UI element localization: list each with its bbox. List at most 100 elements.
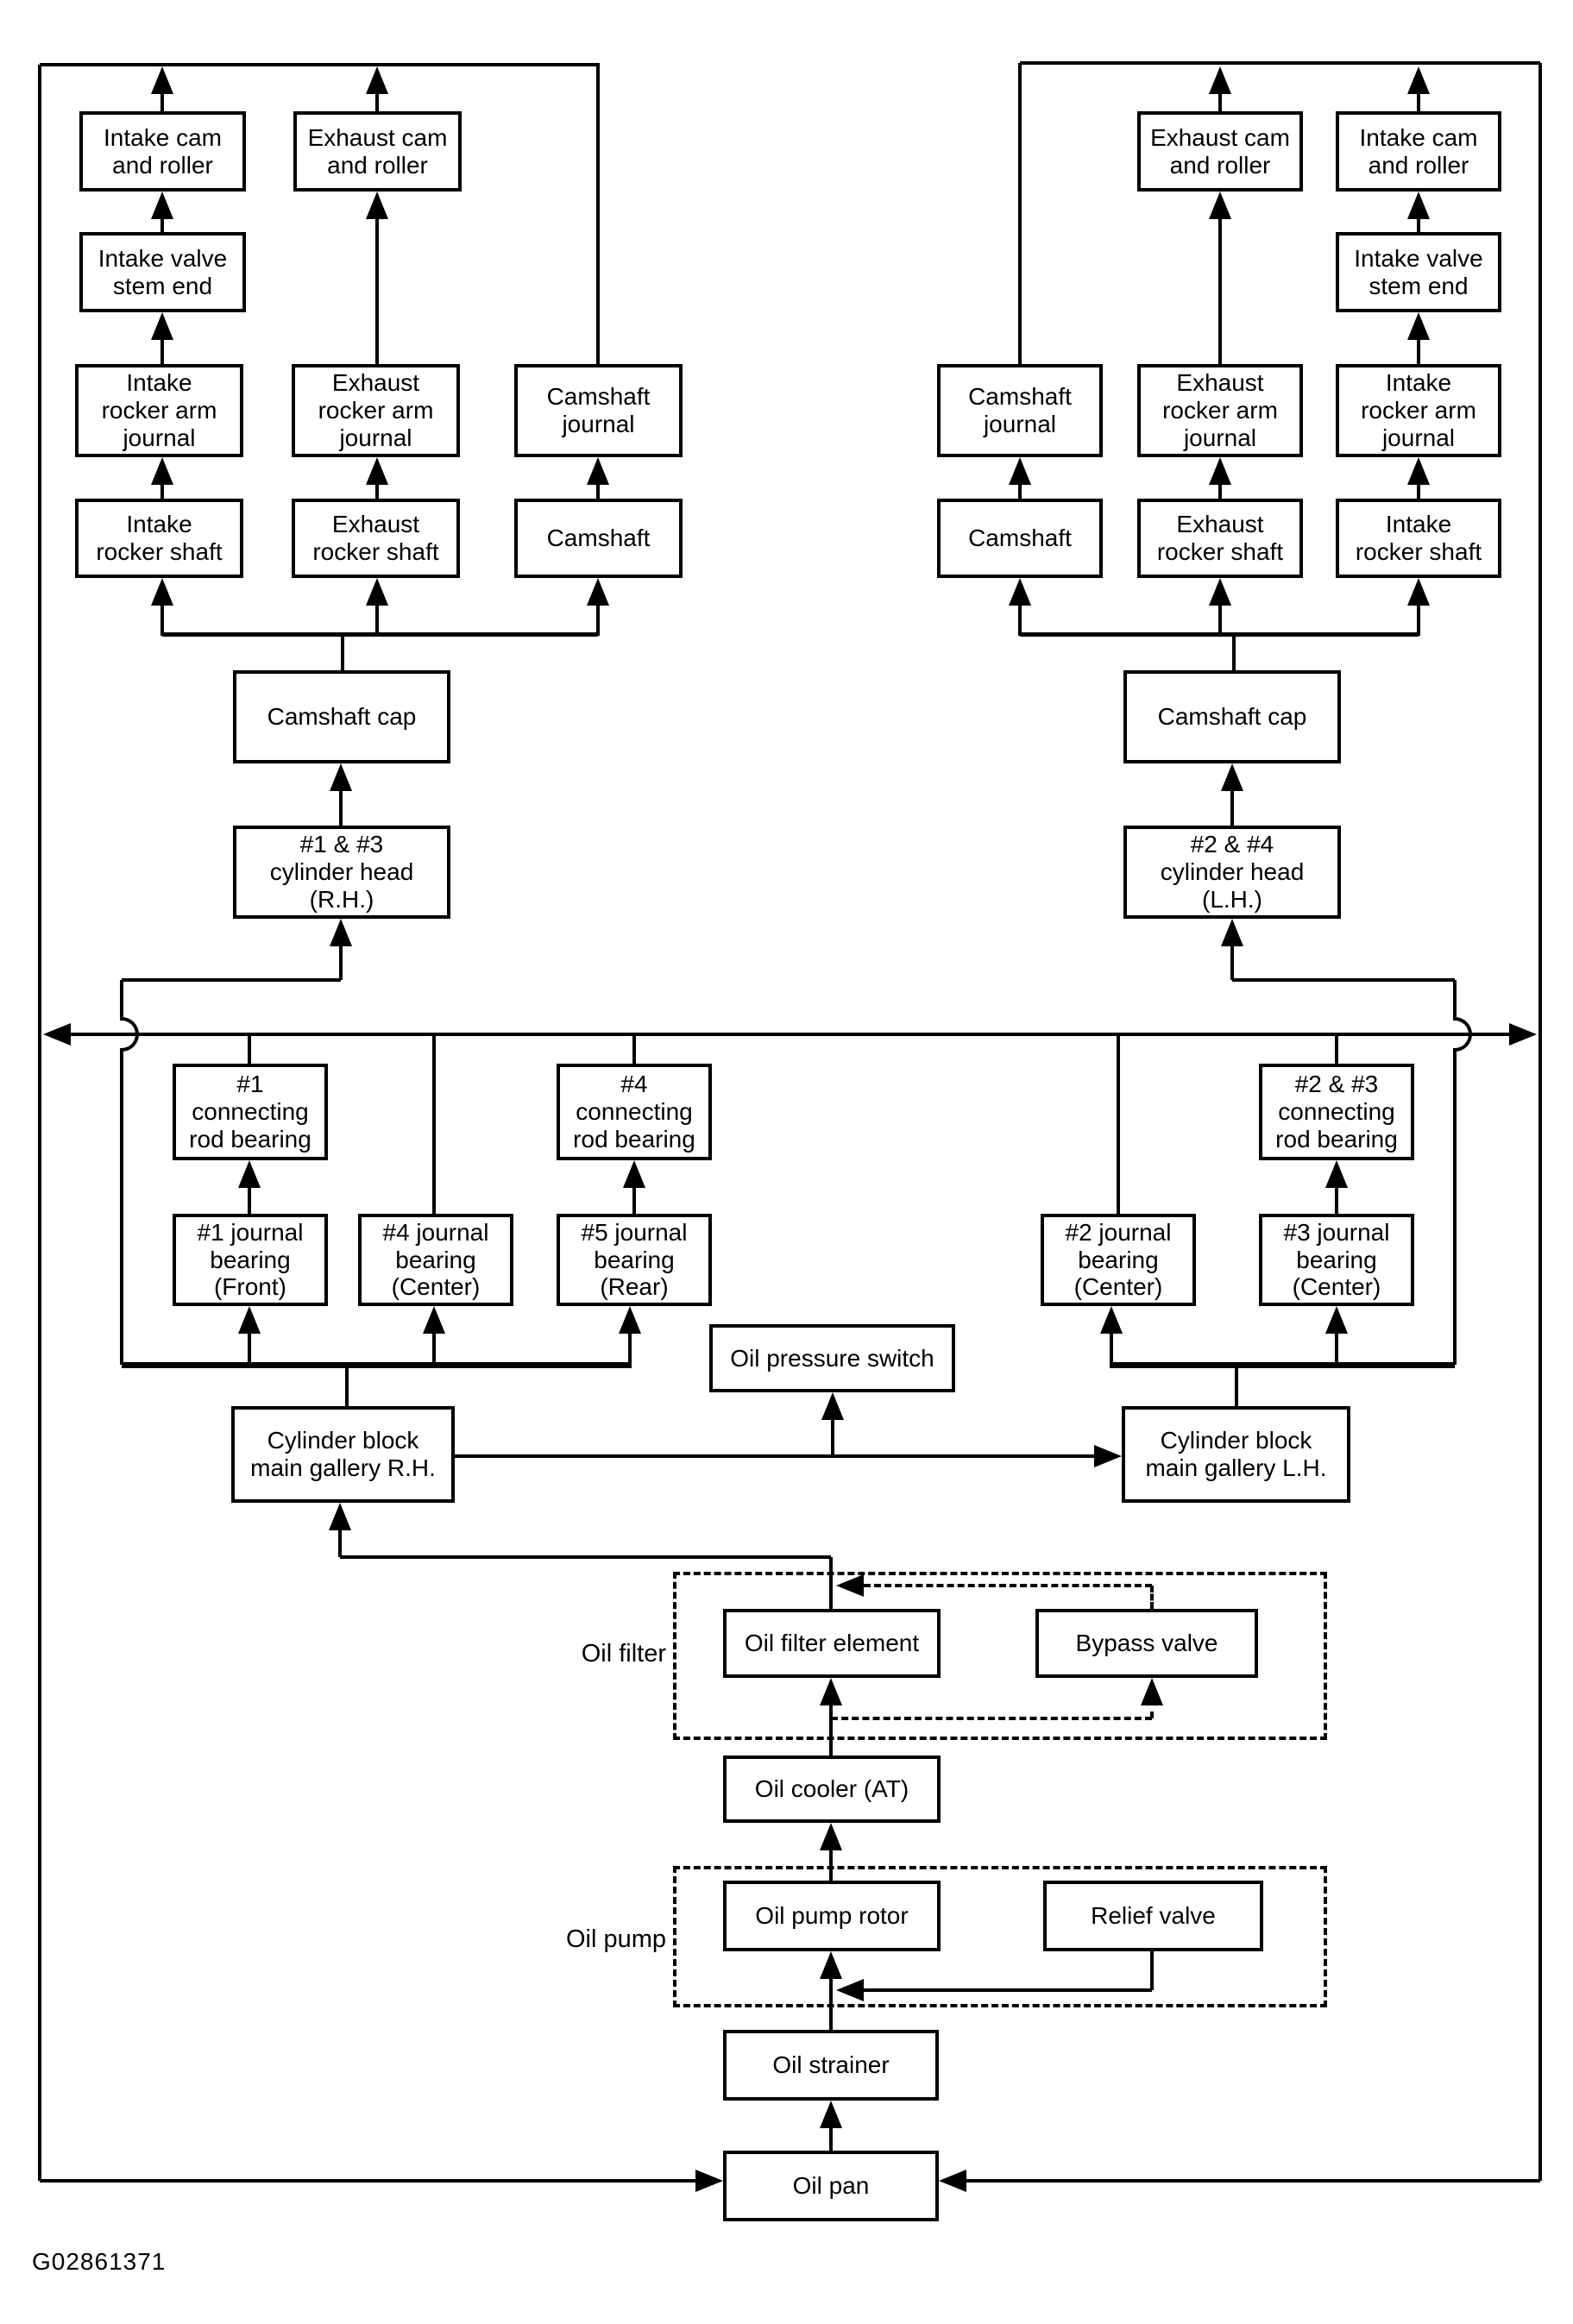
connector-line (1235, 1365, 1238, 1406)
arrowhead-up (330, 919, 352, 946)
arrowhead-up (821, 1392, 844, 1420)
connector-line (40, 63, 600, 66)
arrowhead-up (1221, 763, 1243, 791)
connector-line (1230, 782, 1234, 826)
arrowhead-up (330, 763, 352, 791)
arrowhead-up (329, 1503, 351, 1530)
dashed-connector-line (831, 1717, 1152, 1720)
connector-line (340, 1555, 831, 1559)
arrowhead-up (151, 66, 173, 94)
arrowhead-up (1209, 66, 1231, 94)
exhaust-rocker-shaft-right: Exhaust rocker shaft (1137, 499, 1303, 578)
connector-line (432, 1325, 436, 1368)
connector-line (1218, 476, 1222, 499)
arrowhead-up (587, 457, 609, 485)
connector-line (1335, 1179, 1338, 1214)
camshaft-journal-right: Camshaft journal (937, 364, 1103, 457)
arrowhead-up (1407, 312, 1430, 340)
camshaft-cap-left: Camshaft cap (233, 670, 450, 763)
arrowhead-up (1209, 457, 1231, 485)
arrowhead-up (1407, 66, 1430, 94)
connector-line (248, 1034, 251, 1064)
line-hop (120, 1017, 139, 1052)
conn-rod-bearing-1: #1 connecting rod bearing (173, 1064, 328, 1160)
arrowhead-up (423, 1306, 445, 1334)
arrowhead-up (1141, 1678, 1163, 1705)
oil-pressure-switch: Oil pressure switch (709, 1324, 955, 1392)
intake-valve-stem-end-right: Intake valve stem end (1336, 232, 1501, 312)
connector-line (455, 1454, 1098, 1458)
oil-filter-element: Oil filter element (723, 1609, 941, 1678)
connector-line (375, 476, 379, 499)
relief-valve: Relief valve (1043, 1881, 1263, 1951)
connector-line (120, 1052, 123, 1365)
connector-line (1232, 634, 1236, 670)
arrowhead-up (619, 1306, 641, 1334)
connector-line (1453, 1052, 1457, 1365)
intake-rocker-arm-journal-left: Intake rocker arm journal (75, 364, 243, 457)
arrowhead-up (151, 192, 173, 219)
intake-rocker-arm-journal-right: Intake rocker arm journal (1336, 364, 1501, 457)
bypass-valve: Bypass valve (1035, 1609, 1258, 1678)
arrowhead-up (1009, 578, 1031, 606)
arrowhead-up (1209, 192, 1231, 219)
connector-line (628, 1325, 632, 1368)
connector-line (632, 1179, 636, 1214)
journal-bearing-2: #2 journal bearing (Center) (1041, 1214, 1196, 1306)
camshaft-journal-left: Camshaft journal (514, 364, 683, 457)
arrowhead-up (1009, 457, 1031, 485)
arrowhead-up (1325, 1306, 1348, 1334)
connector-line (1232, 978, 1455, 982)
connector-line (1417, 331, 1420, 364)
connector-line (160, 85, 164, 111)
oil-filter-label: Oil filter (581, 1639, 666, 1668)
exhaust-rocker-shaft-left: Exhaust rocker shaft (292, 499, 460, 578)
arrowhead-up (366, 66, 388, 94)
connector-line (1218, 597, 1222, 636)
connector-line (1150, 1951, 1154, 1990)
oil-pump-label: Oil pump (565, 1925, 666, 1953)
conn-rod-bearing-4: #4 connecting rod bearing (557, 1064, 712, 1160)
connector-line (632, 1034, 636, 1064)
connector-line (1018, 476, 1022, 499)
arrowhead-right (1509, 1023, 1537, 1046)
camshaft-right: Camshaft (937, 499, 1103, 578)
connector-line (120, 980, 123, 1017)
arrowhead-up (238, 1160, 261, 1188)
intake-rocker-shaft-right: Intake rocker shaft (1336, 499, 1501, 578)
connector-line (829, 1970, 833, 2030)
arrowhead-up (1209, 578, 1231, 606)
connector-line (1417, 476, 1420, 499)
dashed-connector-line (864, 1584, 1152, 1587)
connector-line (864, 1988, 1152, 1992)
camshaft-cap-right: Camshaft cap (1123, 670, 1341, 763)
connector-line (345, 1365, 349, 1406)
arrowhead-left (836, 1979, 864, 2001)
connector-line (1417, 597, 1420, 636)
oil-pump-rotor: Oil pump rotor (723, 1881, 941, 1951)
arrowhead-up (151, 457, 173, 485)
connector-line (831, 1411, 834, 1456)
exhaust-rocker-arm-journal-right: Exhaust rocker arm journal (1137, 364, 1303, 457)
connector-line (1018, 597, 1022, 636)
arrowhead-up (1325, 1160, 1348, 1188)
journal-bearing-1: #1 journal bearing (Front) (173, 1214, 328, 1306)
connector-line (596, 597, 600, 636)
arrowhead-left (43, 1023, 71, 1046)
connector-line (1538, 63, 1542, 2181)
connector-line (248, 1179, 251, 1214)
oil-filter-group-box (673, 1572, 1327, 1740)
connector-line (1110, 1325, 1113, 1368)
connector-line (122, 1361, 630, 1368)
connector-line (375, 212, 379, 364)
line-hop (1453, 1017, 1472, 1052)
exhaust-cam-roller-right: Exhaust cam and roller (1137, 111, 1303, 192)
camshaft-left: Camshaft (514, 499, 683, 578)
connector-line (160, 476, 164, 499)
connector-line (338, 1522, 342, 1557)
dashed-connector-line (1150, 1699, 1154, 1718)
journal-bearing-4: #4 journal bearing (Center) (358, 1214, 513, 1306)
oil-strainer: Oil strainer (723, 2030, 939, 2101)
connector-line (829, 2120, 833, 2151)
